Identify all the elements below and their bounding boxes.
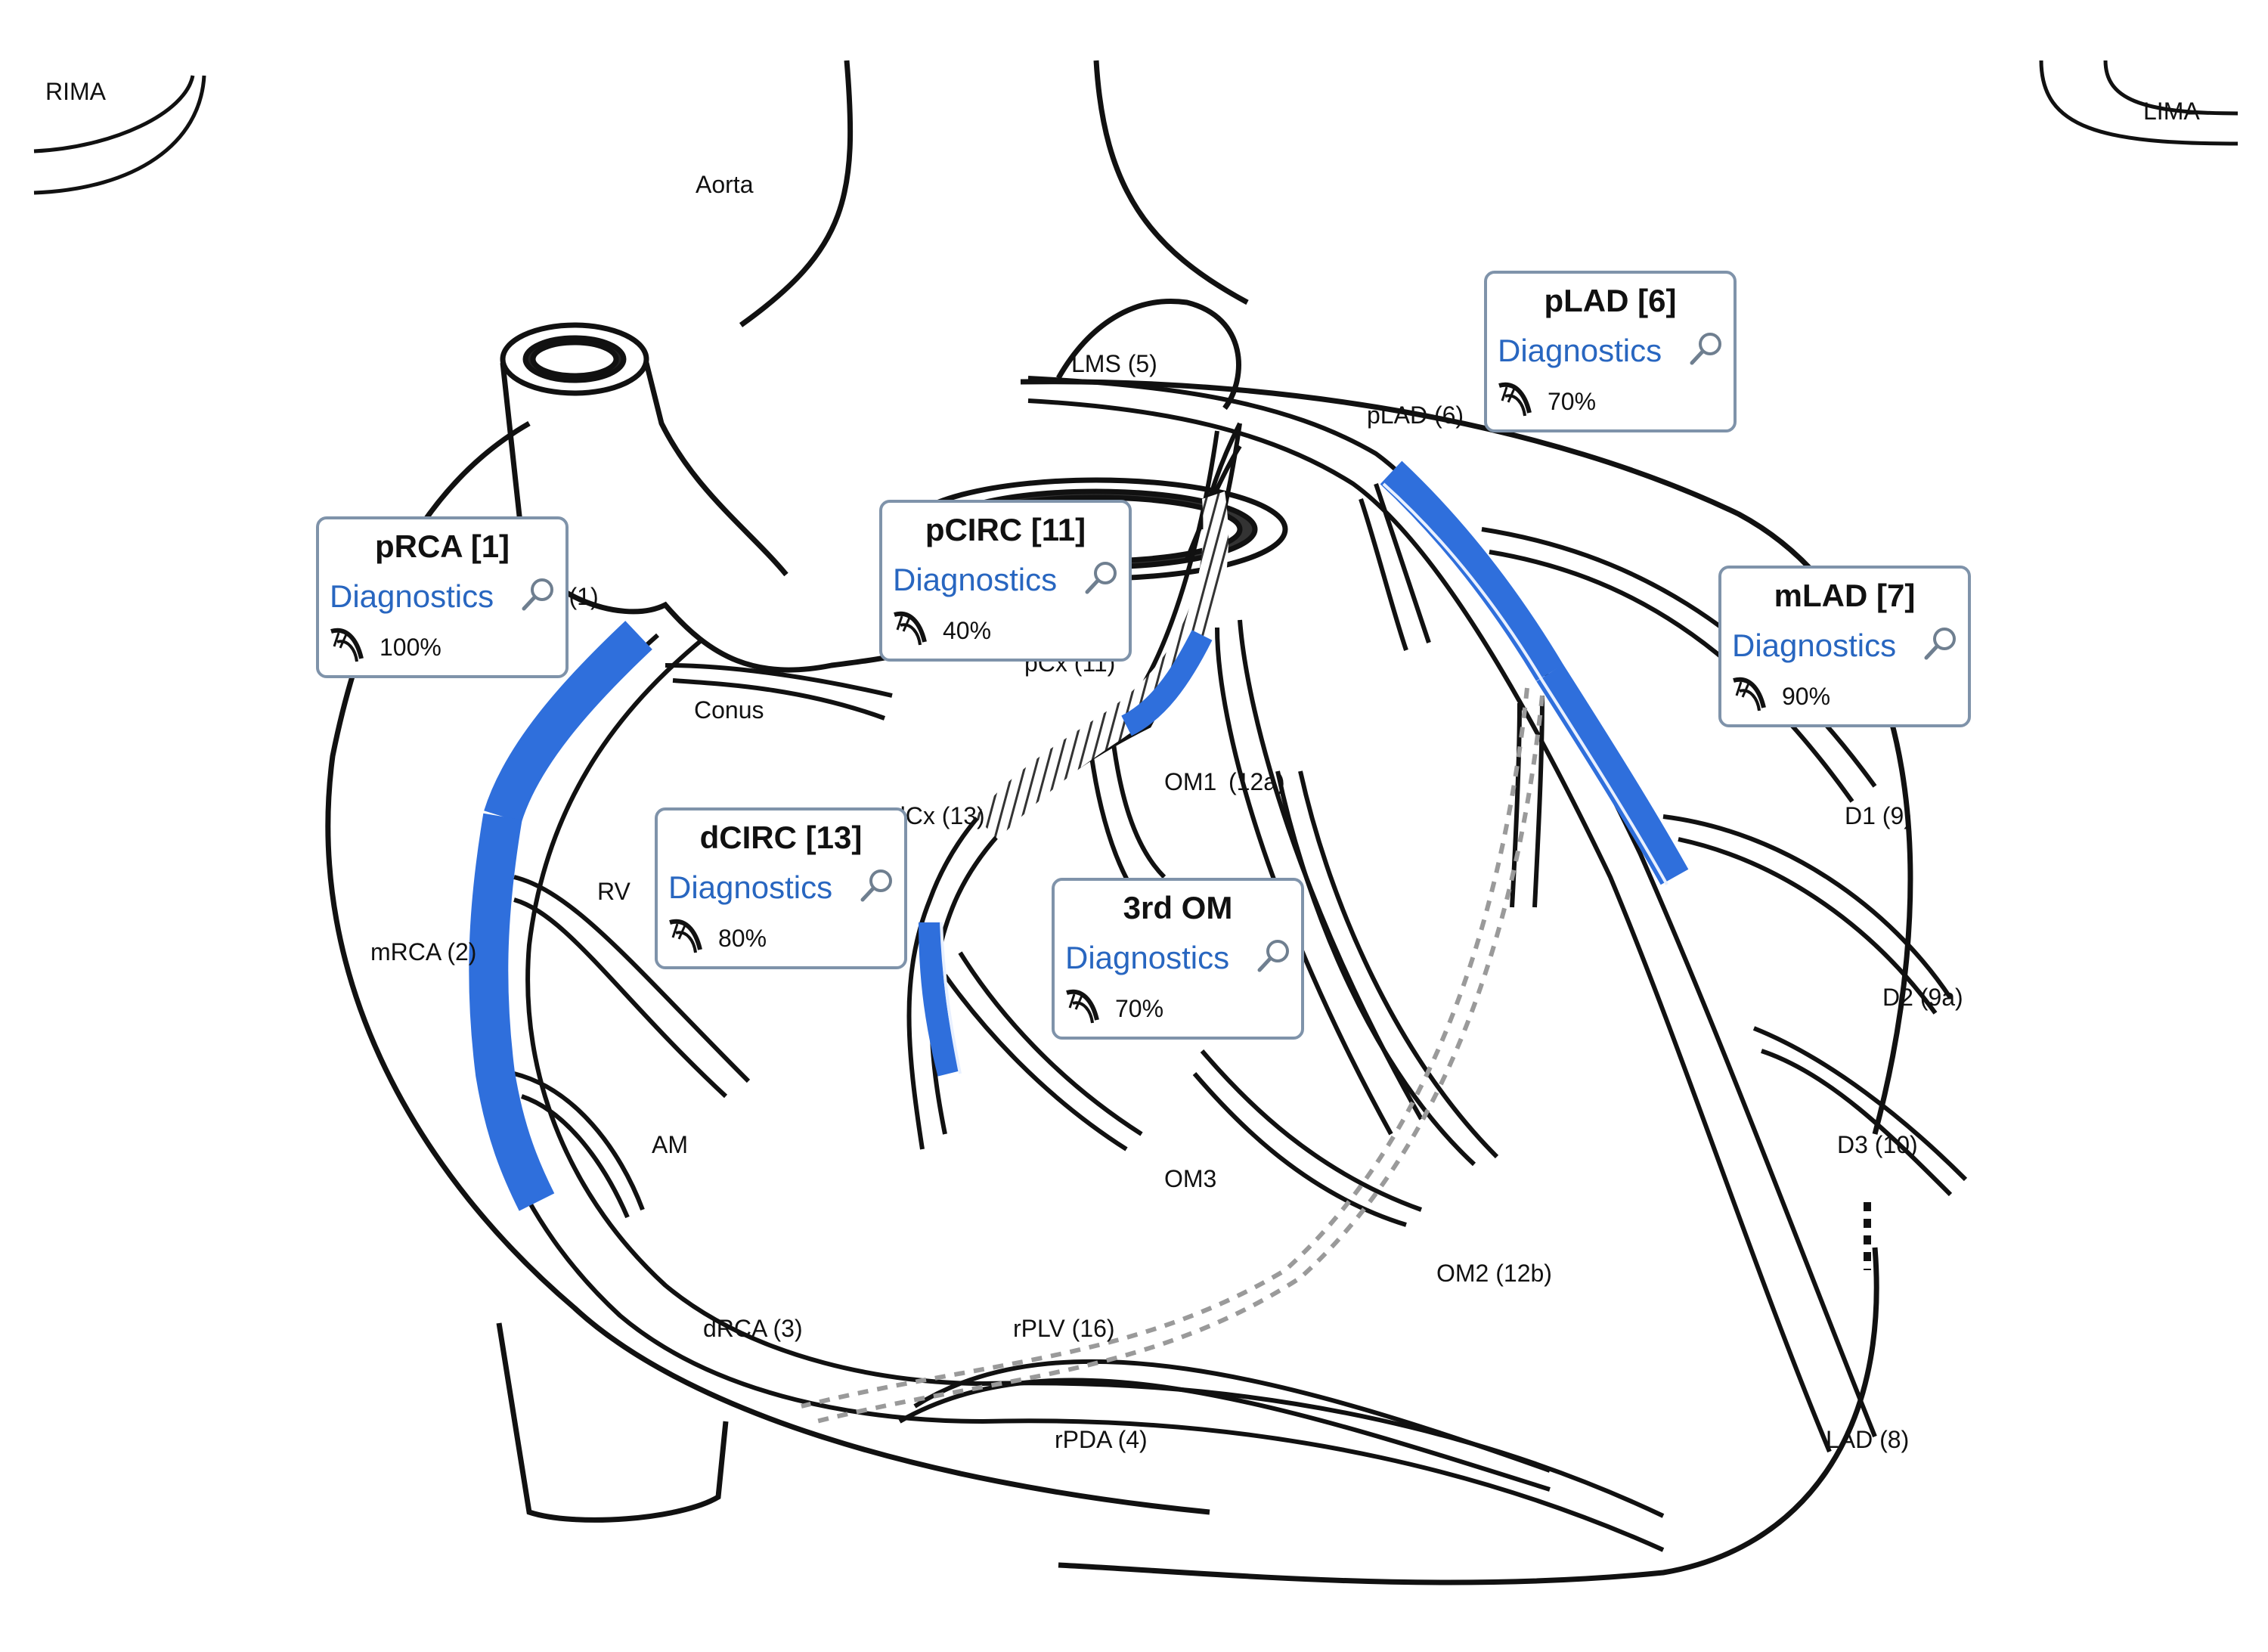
search-icon[interactable] [522,578,553,611]
label-aorta: Aorta [696,171,754,198]
card-title: 3rd OM [1123,890,1233,925]
diagnostics-link[interactable]: Diagnostics [1065,940,1229,975]
mlad-lesion [1536,664,1689,885]
diagnostics-link[interactable]: Diagnostics [893,562,1057,597]
label-d2: D2 (9a) [1882,984,1963,1011]
lesion-card-prca[interactable]: pRCA [1] Diagnostics 100% [316,516,569,678]
lima-label: LIMA [2143,98,2200,125]
search-icon[interactable] [1085,562,1117,594]
card-title: mLAD [7] [1774,578,1916,613]
diagnostics-link[interactable]: Diagnostics [668,869,832,905]
lesion-card-om3[interactable]: 3rd OM Diagnostics 70% [1052,878,1304,1040]
lesion-cards: pRCA [1] Diagnostics 100% pCIRC [11] Diagnos… [316,271,1971,1040]
vessel-labels: Aorta LMS (5) pLAD (6) Conus pCx (11) OM… [370,171,1963,1453]
card-title: pLAD [6] [1545,283,1677,318]
stenosis-value: 90% [1782,683,1830,710]
search-icon[interactable] [1690,333,1721,365]
stenosis-value: 80% [718,925,767,952]
label-om2: OM2 (12b) [1436,1260,1552,1287]
label-drca: dRCA (3) [703,1315,803,1342]
stent-icon [669,919,702,953]
stent-icon [330,628,364,662]
label-om1: OM1 [1164,768,1216,795]
label-plad: pLAD (6) [1367,401,1464,429]
label-lad: LAD (8) [1826,1426,1909,1453]
label-mrca: mRCA (2) [370,938,476,965]
rca-branches [513,663,1551,1492]
dcirc-lesion [919,922,960,1077]
prca-lesion [484,621,652,823]
label-om1-suffix: (12a) [1228,768,1285,795]
label-am: AM [652,1131,688,1158]
lesion-card-dcirc[interactable]: dCIRC [13] Diagnostics 80% [655,807,907,969]
card-frame [1052,878,1304,1040]
card-title: pRCA [1] [375,528,510,564]
card-frame [1484,271,1737,432]
stent-icon [1733,677,1766,711]
search-icon[interactable] [860,869,892,902]
pcirc-lesion [1120,630,1213,736]
rima-label: RIMA [45,78,107,105]
card-frame [879,500,1132,662]
search-icon[interactable] [1924,628,1956,660]
label-d1: D1 (9) [1845,802,1912,829]
stent-icon [1498,382,1532,417]
lesion-segments [469,460,1689,1211]
label-rpda: rPDA (4) [1055,1426,1148,1453]
label-conus: Conus [694,696,764,724]
label-dcx: dCx (13) [892,802,985,829]
plad-lesion [1380,460,1564,681]
stent-icon [894,611,927,646]
card-frame [316,516,569,678]
label-rv: RV [597,878,631,905]
lesion-highlights [940,482,1668,1074]
card-frame [1718,566,1971,727]
rima-graft [33,75,206,195]
label-om3: OM3 [1164,1165,1216,1192]
stent-icon [1066,989,1099,1024]
stenosis-value: 100% [380,634,442,661]
lesion-card-pcirc[interactable]: pCIRC [11] Diagnostics 40% [879,500,1132,662]
lesion-card-plad[interactable]: pLAD [6] Diagnostics 70% [1484,271,1737,432]
stenosis-value: 70% [1115,995,1163,1022]
label-d3: D3 (10) [1837,1131,1918,1158]
lesion-card-mlad[interactable]: mLAD [7] Diagnostics 90% [1718,566,1971,727]
diagnostics-link[interactable]: Diagnostics [1498,333,1662,368]
label-lms: LMS (5) [1071,350,1157,377]
diagnostics-link[interactable]: Diagnostics [330,578,494,614]
lima-graft [2039,60,2239,146]
search-icon[interactable] [1257,940,1289,972]
card-title: dCIRC [13] [700,820,863,855]
ivc [496,1322,729,1523]
label-rplv: rPLV (16) [1013,1315,1115,1342]
stenosis-value: 40% [943,617,991,644]
stenosis-value: 70% [1548,388,1596,415]
diagnostics-link[interactable]: Diagnostics [1732,628,1896,663]
card-title: pCIRC [11] [925,512,1086,547]
collateral-paths [801,687,1545,1424]
card-frame [655,807,907,969]
mrca-lesion [469,813,555,1211]
